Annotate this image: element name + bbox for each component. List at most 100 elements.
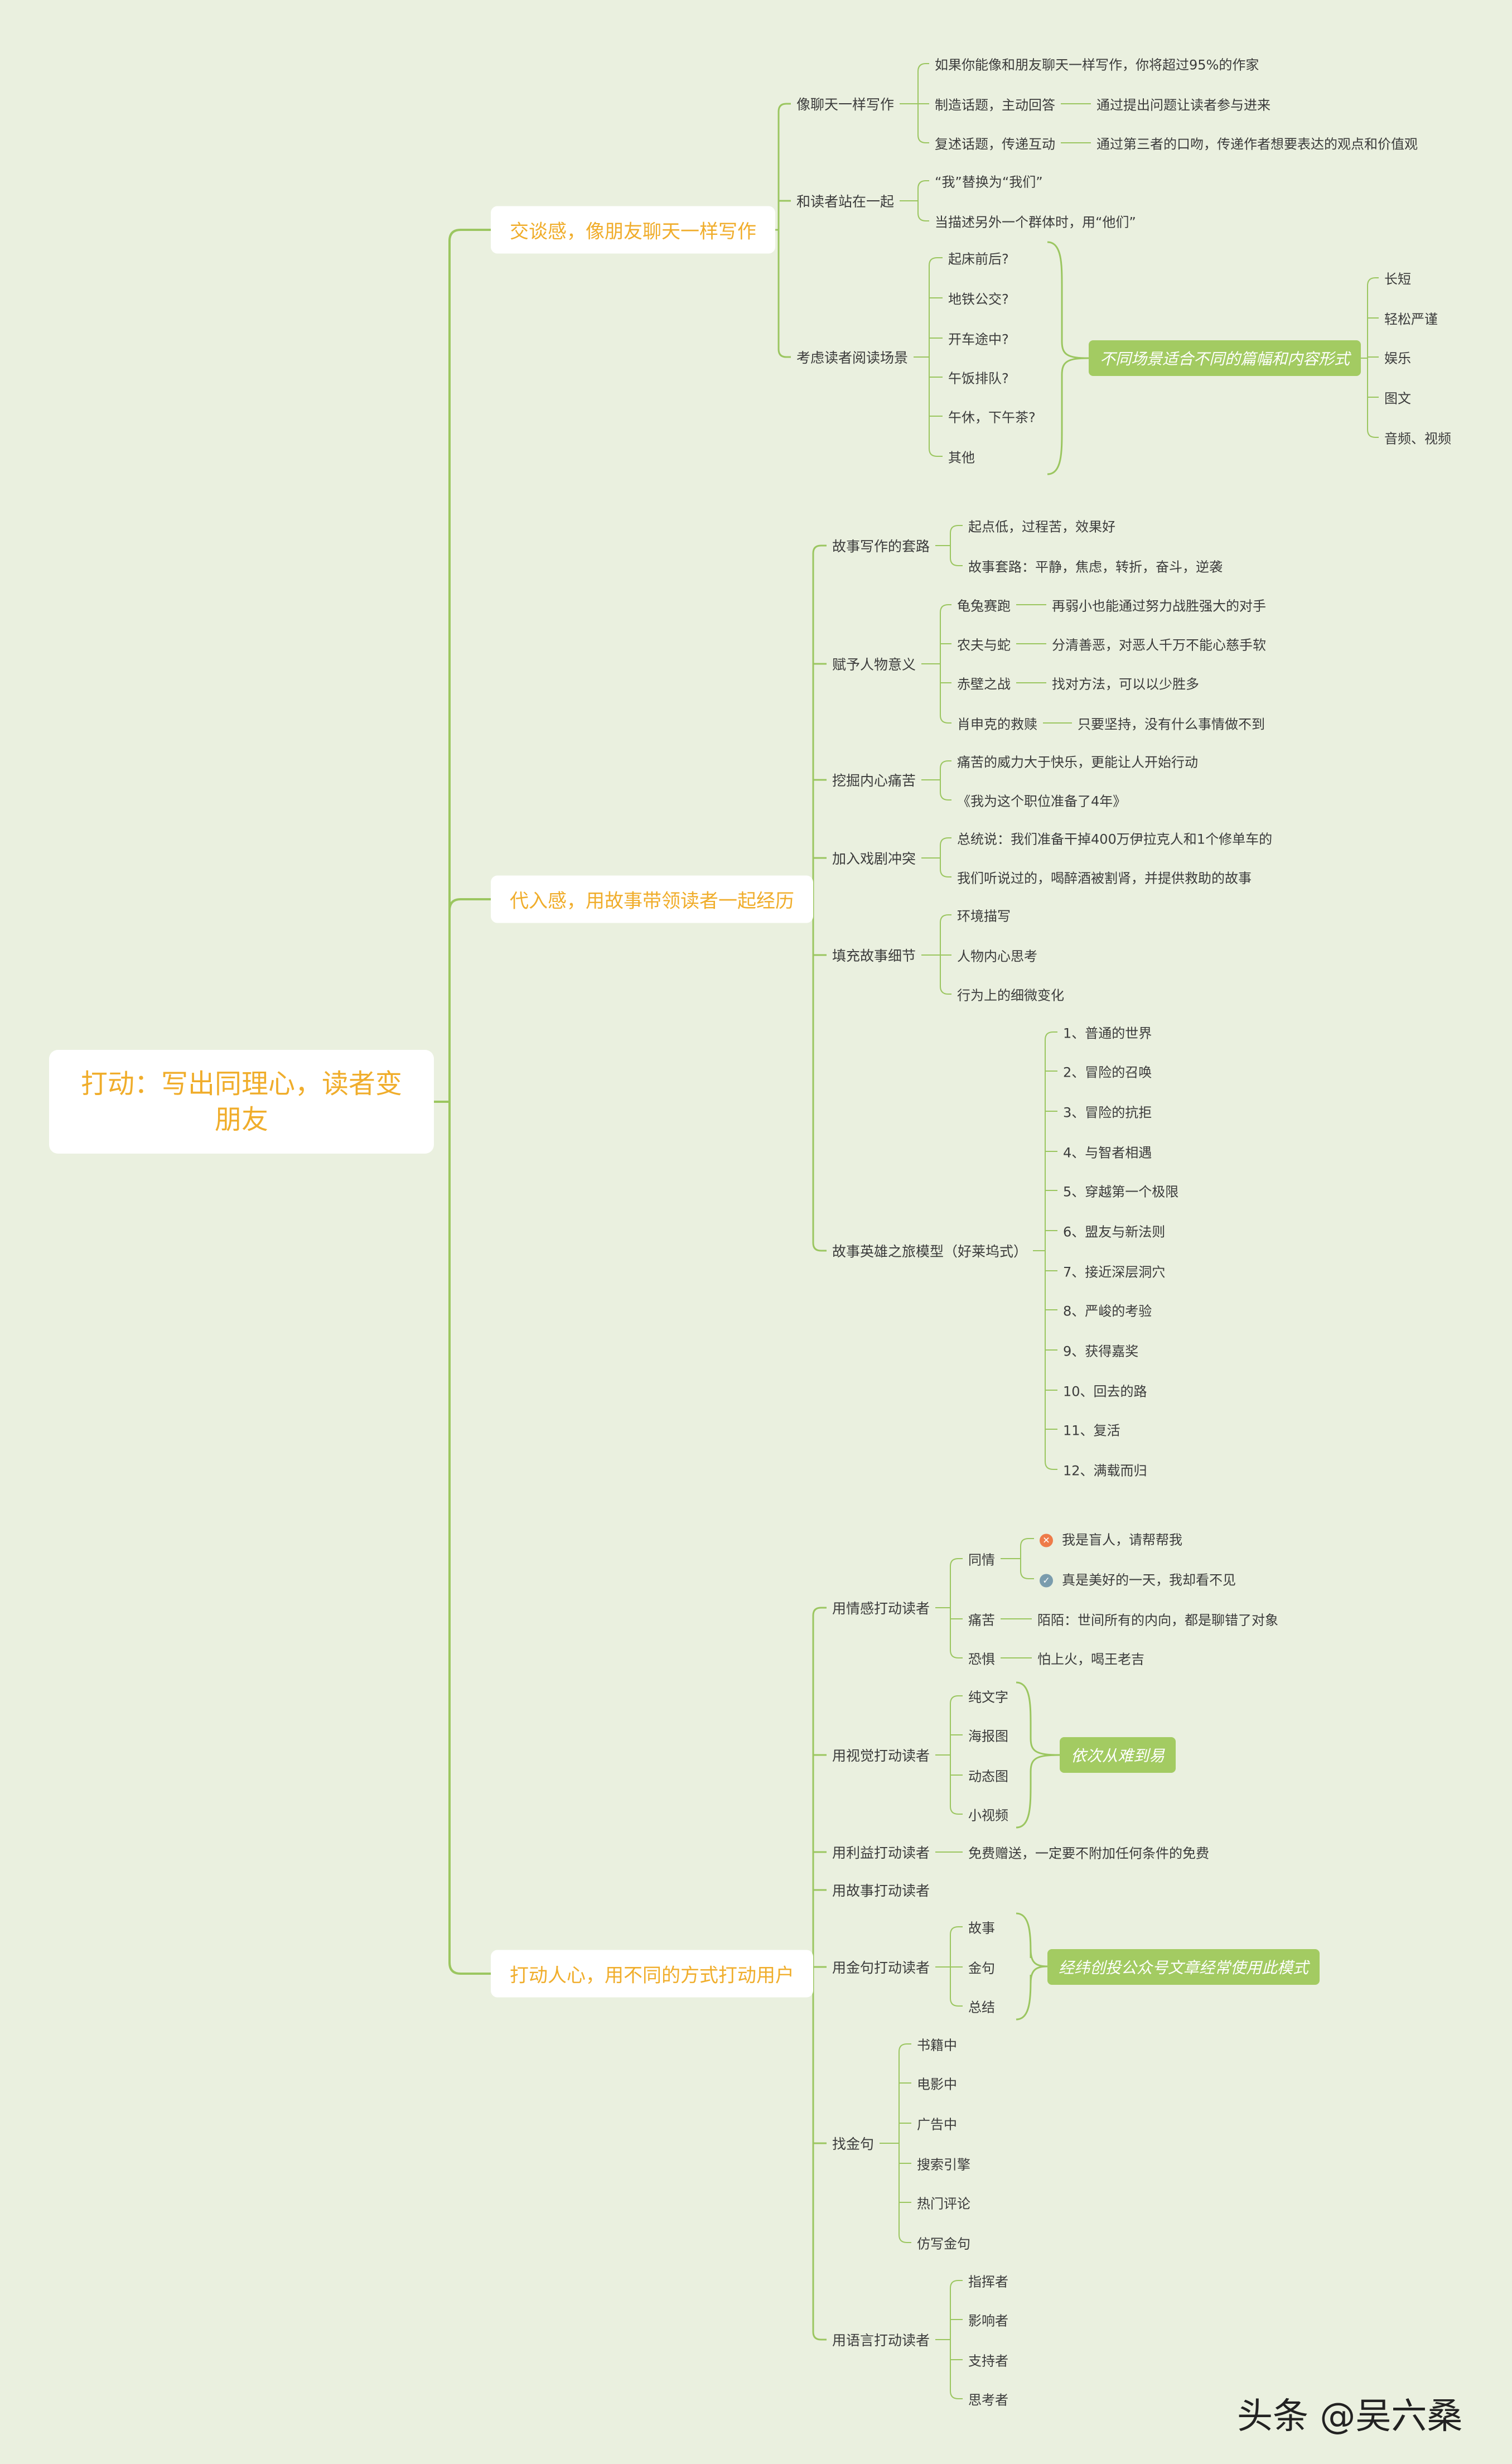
node-b2-2-4[interactable]: 肖申克的救赎 bbox=[951, 710, 1043, 736]
node-s1-4[interactable]: 图文 bbox=[1379, 384, 1417, 411]
node-b2-3-1[interactable]: 痛苦的威力大于快乐，更能让人开始行动 bbox=[951, 748, 1204, 774]
node-b2-5-2[interactable]: 人物内心思考 bbox=[951, 942, 1043, 968]
node-b3-1-1[interactable]: 同情 bbox=[963, 1545, 1001, 1572]
node-b3-1-3[interactable]: 恐惧 bbox=[963, 1645, 1001, 1671]
node-b1-1-3[interactable]: 复述话题，传递互动 bbox=[929, 129, 1061, 156]
node-b1-3-1[interactable]: 起床前后? bbox=[943, 244, 1015, 271]
node-b3-5-1[interactable]: 故事 bbox=[963, 1913, 1001, 1940]
node-b3-1-1-2[interactable]: ✓真是美好的一天，我却看不见 bbox=[1034, 1565, 1242, 1592]
node-b3-4[interactable]: 用故事打动读者 bbox=[827, 1877, 936, 1903]
node-b3-1-2[interactable]: 痛苦 bbox=[963, 1605, 1001, 1632]
node-b1-3-5[interactable]: 午休，下午茶? bbox=[943, 403, 1041, 430]
node-s1-1[interactable]: 长短 bbox=[1379, 264, 1417, 291]
node-b2-6-2[interactable]: 2、冒险的召唤 bbox=[1057, 1058, 1158, 1084]
node-b3-6-3[interactable]: 广告中 bbox=[911, 2110, 963, 2137]
node-b2-2-3[interactable]: 赤壁之战 bbox=[951, 669, 1016, 696]
node-b1-3-6[interactable]: 其他 bbox=[943, 443, 980, 470]
node-b2[interactable]: 代入感，用故事带领读者一起经历 bbox=[491, 875, 813, 923]
node-b1-1-3-1[interactable]: 通过第三者的口吻，传递作者想要表达的观点和价值观 bbox=[1091, 129, 1423, 156]
node-b2-6-11[interactable]: 11、复活 bbox=[1057, 1416, 1126, 1443]
node-b2-6-4[interactable]: 4、与智者相遇 bbox=[1057, 1138, 1158, 1165]
node-b3-7-3[interactable]: 支持者 bbox=[963, 2346, 1014, 2373]
node-b3-6-2[interactable]: 电影中 bbox=[911, 2070, 963, 2096]
node-b2-2-4-1[interactable]: 只要坚持，没有什么事情做不到 bbox=[1072, 710, 1271, 736]
node-b2-6-8[interactable]: 8、严峻的考验 bbox=[1057, 1296, 1158, 1323]
node-b1-1-1[interactable]: 如果你能像和朋友聊天一样写作，你将超过95%的作家 bbox=[929, 50, 1265, 77]
node-b2-2-1[interactable]: 龟兔赛跑 bbox=[951, 591, 1016, 618]
node-s1-2[interactable]: 轻松严谨 bbox=[1379, 305, 1443, 331]
node-b3-6-4[interactable]: 搜索引擎 bbox=[911, 2150, 976, 2177]
node-b3-2-2[interactable]: 海报图 bbox=[963, 1722, 1014, 1748]
node-b2-2-3-1[interactable]: 找对方法，可以以少胜多 bbox=[1046, 669, 1205, 696]
connector bbox=[950, 2280, 963, 2289]
node-b2-6-7[interactable]: 7、接近深层洞穴 bbox=[1057, 1257, 1171, 1284]
node-b1-2-2[interactable]: 当描述另外一个群体时，用“他们” bbox=[929, 208, 1142, 234]
node-b3-2-4[interactable]: 小视频 bbox=[963, 1801, 1014, 1827]
node-b3-5[interactable]: 用金句打动读者 bbox=[827, 1954, 936, 1980]
connector bbox=[950, 1650, 963, 1658]
node-b2-6[interactable]: 故事英雄之旅模型（好莱坞式） bbox=[827, 1237, 1033, 1264]
node-b3-1-3-1[interactable]: 怕上火，喝王老吉 bbox=[1032, 1645, 1150, 1671]
node-b2-2-2-1[interactable]: 分清善恶，对恶人千万不能心慈手软 bbox=[1046, 630, 1272, 657]
node-b3-3-1[interactable]: 免费赠送，一定要不附加任何条件的免费 bbox=[963, 1839, 1215, 1865]
node-b2-3-2[interactable]: 《我为这个职位准备了4年》 bbox=[951, 787, 1132, 813]
node-label: 环境描写 bbox=[957, 908, 1011, 924]
node-b2-1-2[interactable]: 故事套路：平静，焦虑，转折，奋斗，逆袭 bbox=[963, 552, 1228, 579]
node-b2-4[interactable]: 加入戏剧冲突 bbox=[827, 845, 922, 871]
node-b3-5-2[interactable]: 金句 bbox=[963, 1954, 1001, 1980]
node-b2-6-10[interactable]: 10、回去的路 bbox=[1057, 1377, 1153, 1404]
node-b3-7-4[interactable]: 思考者 bbox=[963, 2385, 1014, 2412]
node-b2-5[interactable]: 填充故事细节 bbox=[827, 942, 922, 968]
node-b2-6-9[interactable]: 9、获得嘉奖 bbox=[1057, 1337, 1144, 1363]
node-b2-5-1[interactable]: 环境描写 bbox=[951, 901, 1016, 928]
node-b3-6[interactable]: 找金句 bbox=[827, 2130, 880, 2157]
node-b2-6-5[interactable]: 5、穿越第一个极限 bbox=[1057, 1177, 1185, 1204]
node-b1-2-1[interactable]: “我”替换为“我们” bbox=[929, 167, 1049, 194]
node-b3-1[interactable]: 用情感打动读者 bbox=[827, 1594, 936, 1621]
node-b2-1[interactable]: 故事写作的套路 bbox=[827, 532, 936, 559]
node-b3-6-6[interactable]: 仿写金句 bbox=[911, 2229, 976, 2256]
node-b1[interactable]: 交谈感，像朋友聊天一样写作 bbox=[491, 206, 775, 254]
node-b3-2[interactable]: 用视觉打动读者 bbox=[827, 1742, 936, 1768]
node-b2-1-1[interactable]: 起点低，过程苦，效果好 bbox=[963, 512, 1121, 539]
node-b2-2-2[interactable]: 农夫与蛇 bbox=[951, 630, 1016, 657]
node-b3-7-2[interactable]: 影响者 bbox=[963, 2306, 1014, 2333]
node-b2-4-2[interactable]: 我们听说过的，喝醉酒被割肾，并提供救助的故事 bbox=[951, 864, 1257, 890]
node-b2-3[interactable]: 挖掘内心痛苦 bbox=[827, 766, 922, 793]
node-b3[interactable]: 打动人心，用不同的方式打动用户 bbox=[491, 1950, 813, 1998]
node-b3-2-3[interactable]: 动态图 bbox=[963, 1762, 1014, 1788]
root-topic[interactable]: 打动：写出同理心，读者变朋友 bbox=[49, 1050, 434, 1154]
node-b1-3-4[interactable]: 午饭排队? bbox=[943, 364, 1015, 390]
node-b3-6-1[interactable]: 书籍中 bbox=[911, 2031, 963, 2057]
node-b3-6-5[interactable]: 热门评论 bbox=[911, 2189, 976, 2216]
node-b3-3[interactable]: 用利益打动读者 bbox=[827, 1839, 936, 1865]
node-b1-1-2-1[interactable]: 通过提出问题让读者参与进来 bbox=[1091, 90, 1276, 117]
node-label: 制造话题，主动回答 bbox=[935, 97, 1055, 113]
node-b3-2-1[interactable]: 纯文字 bbox=[963, 1682, 1014, 1709]
node-s1-3[interactable]: 娱乐 bbox=[1379, 344, 1417, 370]
node-b3-1-2-1[interactable]: 陌陌：世间所有的内向，都是聊错了对象 bbox=[1032, 1605, 1284, 1632]
summary-s1[interactable]: 不同场景适合不同的篇幅和内容形式 bbox=[1089, 340, 1361, 376]
node-b3-7-1[interactable]: 指挥者 bbox=[963, 2267, 1014, 2294]
node-b3-1-1-1[interactable]: ✕我是盲人，请帮帮我 bbox=[1034, 1525, 1188, 1552]
node-b2-5-3[interactable]: 行为上的细微变化 bbox=[951, 981, 1070, 1007]
node-b3-5-3[interactable]: 总结 bbox=[963, 1993, 1001, 2019]
node-b2-6-1[interactable]: 1、普通的世界 bbox=[1057, 1019, 1158, 1045]
summary-s2[interactable]: 依次从难到易 bbox=[1060, 1737, 1176, 1773]
node-b2-4-1[interactable]: 总统说：我们准备干掉400万伊拉克人和1个修单车的 bbox=[951, 824, 1278, 851]
node-b1-1[interactable]: 像聊天一样写作 bbox=[791, 90, 900, 117]
node-b2-6-3[interactable]: 3、冒险的抗拒 bbox=[1057, 1098, 1158, 1125]
node-b1-3[interactable]: 考虑读者阅读场景 bbox=[791, 344, 914, 370]
node-b1-2[interactable]: 和读者站在一起 bbox=[791, 187, 900, 214]
node-b2-2[interactable]: 赋予人物意义 bbox=[827, 650, 922, 677]
node-b2-6-6[interactable]: 6、盟友与新法则 bbox=[1057, 1217, 1171, 1244]
node-s1-5[interactable]: 音频、视频 bbox=[1379, 424, 1457, 451]
node-b2-6-12[interactable]: 12、满载而归 bbox=[1057, 1456, 1153, 1483]
node-b1-1-2[interactable]: 制造话题，主动回答 bbox=[929, 90, 1061, 117]
node-b1-3-3[interactable]: 开车途中? bbox=[943, 325, 1015, 351]
node-b1-3-2[interactable]: 地铁公交? bbox=[943, 285, 1015, 311]
node-label: 同情 bbox=[968, 1552, 995, 1568]
summary-s3[interactable]: 经纬创投公众号文章经常使用此模式 bbox=[1047, 1949, 1320, 1985]
node-b2-2-1-1[interactable]: 再弱小也能通过努力战胜强大的对手 bbox=[1046, 591, 1272, 618]
node-b3-7[interactable]: 用语言打动读者 bbox=[827, 2326, 936, 2353]
